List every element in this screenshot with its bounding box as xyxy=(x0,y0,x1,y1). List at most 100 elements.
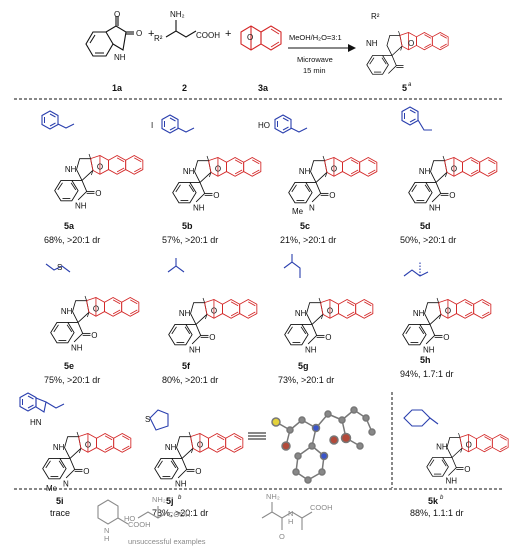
compound-5a-result: 68%, >20:1 dr xyxy=(44,235,100,245)
serine-ho: HO xyxy=(124,514,135,523)
compound-5c-bridge-o: O xyxy=(331,165,337,174)
compound-5d-result: 50%, >20:1 dr xyxy=(400,235,456,245)
pipecolic-h: H xyxy=(104,534,109,543)
compound-5e-lactam-n: NH xyxy=(71,344,83,353)
compound-5c-label: 5c xyxy=(300,221,310,231)
general-reaction: O O NH 1a + NH₂ R² COOH 2 + O 3a MeOH/H₂… xyxy=(85,10,449,93)
compound-5k-bridge-o: O xyxy=(466,440,472,449)
crystal-structure-image xyxy=(271,406,376,484)
compound-5d-lactam-n: NH xyxy=(429,204,441,213)
product-superscript: a xyxy=(408,82,412,88)
compound-5c: HO Me 5c 21%, >20:1 dr xyxy=(258,114,378,245)
dipeptide-nh2: NH₂ xyxy=(266,492,280,501)
dipeptide-o: O xyxy=(279,532,285,541)
serine-nh2: NH₂ xyxy=(152,495,166,504)
compound-5f-lactam-n: NH xyxy=(189,346,201,355)
compound-5b-label: 5b xyxy=(182,221,193,231)
compound-5g-result: 73%, >20:1 dr xyxy=(278,375,334,385)
compound-5e-carbonyl-o: O xyxy=(91,331,97,340)
compound-5j-bridge-o: O xyxy=(197,441,203,450)
compound-5g-lactam-n: NH xyxy=(305,346,317,355)
compound-5b-lactam-n: NH xyxy=(193,204,205,213)
serine-structure xyxy=(137,506,169,519)
cooh-label: COOH xyxy=(196,31,220,40)
compound-5j-carbonyl-o: O xyxy=(195,467,201,476)
compound-5a-lactam-n: NH xyxy=(75,202,87,211)
compound-5k-carbonyl-o: O xyxy=(464,465,470,474)
pipecolic-cooh: COOH xyxy=(128,520,151,529)
compound-5e: S 5e 75%, >20:1 dr xyxy=(44,263,140,385)
oxabicycle-structure xyxy=(240,25,282,51)
compound-5h-carbonyl-o: O xyxy=(443,333,449,342)
compound-5i-result: trace xyxy=(50,508,70,518)
compound-5g-label: 5g xyxy=(298,361,309,371)
plus-sign-2: + xyxy=(225,28,231,40)
compound-5k: 5k b 88%, 1.1:1 dr xyxy=(403,409,509,518)
compound-5f-bridge-o: O xyxy=(211,307,217,316)
equivalence-sign xyxy=(248,432,266,440)
condition-time: 15 min xyxy=(303,66,326,75)
isatin-ketone-o: O xyxy=(136,29,142,38)
plus-sign-1: + xyxy=(148,28,154,40)
compound-5a-carbonyl-o: O xyxy=(95,189,101,198)
compound-5i-indole-nh: HN xyxy=(30,418,42,427)
compound-5k-result: 88%, 1.1:1 dr xyxy=(410,508,464,518)
compound-5h-bridge-o: O xyxy=(445,307,451,316)
compound-5j-result: 78%, >20:1 dr xyxy=(152,508,208,518)
compound-5b-bridge-o: O xyxy=(215,165,221,174)
r2-label: R² xyxy=(154,34,163,43)
compound-5e-label: 5e xyxy=(64,361,74,371)
compound-5k-pyrrolidine-nh: NH xyxy=(436,443,448,452)
unsuccessful-caption: unsuccessful examples xyxy=(128,537,206,546)
compound-5j-label: 5j xyxy=(166,496,174,506)
compound-5f-label: 5f xyxy=(182,361,191,371)
compound-5h-lactam-n: NH xyxy=(423,346,435,355)
reactant1-label: 1a xyxy=(112,83,123,93)
compound-5i: HN Me 5i trace xyxy=(19,392,132,518)
isatin-carbonyl-o: O xyxy=(114,10,120,19)
compound-5f-pyrrolidine-nh: NH xyxy=(179,309,191,318)
condition-solvent: MeOH/H₂O=3:1 xyxy=(289,33,342,42)
compound-5a-pyrrolidine-nh: NH xyxy=(65,165,77,174)
pipecolic-acid-structure xyxy=(97,499,129,525)
amine-label: NH₂ xyxy=(170,10,185,19)
compound-5k-label: 5k xyxy=(428,496,439,506)
compound-5j-pyrrolidine-nh: NH xyxy=(165,443,177,452)
product-label: 5 xyxy=(402,83,407,93)
compound-5g-carbonyl-o: O xyxy=(325,333,331,342)
compound-5a: 5a 68%, >20:1 dr xyxy=(41,110,144,245)
compound-5i-bridge-o: O xyxy=(85,441,91,450)
compound-5d-label: 5d xyxy=(420,221,431,231)
compound-5f: 5f 80%, >20:1 dr xyxy=(162,258,258,385)
compound-5b-carbonyl-o: O xyxy=(213,191,219,200)
reactant2-label: 2 xyxy=(182,83,187,93)
compound-5h-pyrrolidine-nh: NH xyxy=(413,309,425,318)
compound-5e-result: 75%, >20:1 dr xyxy=(44,375,100,385)
compound-5e-pyrrolidine-nh: NH xyxy=(61,307,73,316)
compound-5g-bridge-o: O xyxy=(327,307,333,316)
product-o: O xyxy=(408,39,414,48)
compound-5j-lactam-n: NH xyxy=(175,480,187,489)
compound-5d: 5d 50%, >20:1 dr xyxy=(400,106,498,245)
oxabicycle-o: O xyxy=(247,33,253,42)
compound-5h-label: 5h xyxy=(420,355,431,365)
compound-5c-carbonyl-o: O xyxy=(329,191,335,200)
condition-heating: Microwave xyxy=(297,55,333,64)
compound-5c-result: 21%, >20:1 dr xyxy=(280,235,336,245)
compound-5i-carbonyl-o: O xyxy=(83,467,89,476)
compound-5h-result: 94%, 1.7:1 dr xyxy=(400,369,454,379)
compound-5j-superscript: b xyxy=(178,495,182,501)
compound-5b-pyrrolidine-nh: NH xyxy=(183,167,195,176)
compound-5j: S 5j b 78%, >20:1 dr xyxy=(145,409,244,518)
compound-5c-hydroxy: HO xyxy=(258,121,270,130)
compound-5a-label: 5a xyxy=(64,221,75,231)
dipeptide-h: H xyxy=(288,517,293,526)
compound-5j-sulfur: S xyxy=(145,415,150,424)
serine-cooh: COOH xyxy=(168,510,191,519)
isatin-structure xyxy=(85,16,134,57)
reaction-arrowhead xyxy=(348,44,356,52)
compound-5e-sulfur: S xyxy=(57,263,62,272)
compound-5k-superscript: b xyxy=(440,495,444,501)
